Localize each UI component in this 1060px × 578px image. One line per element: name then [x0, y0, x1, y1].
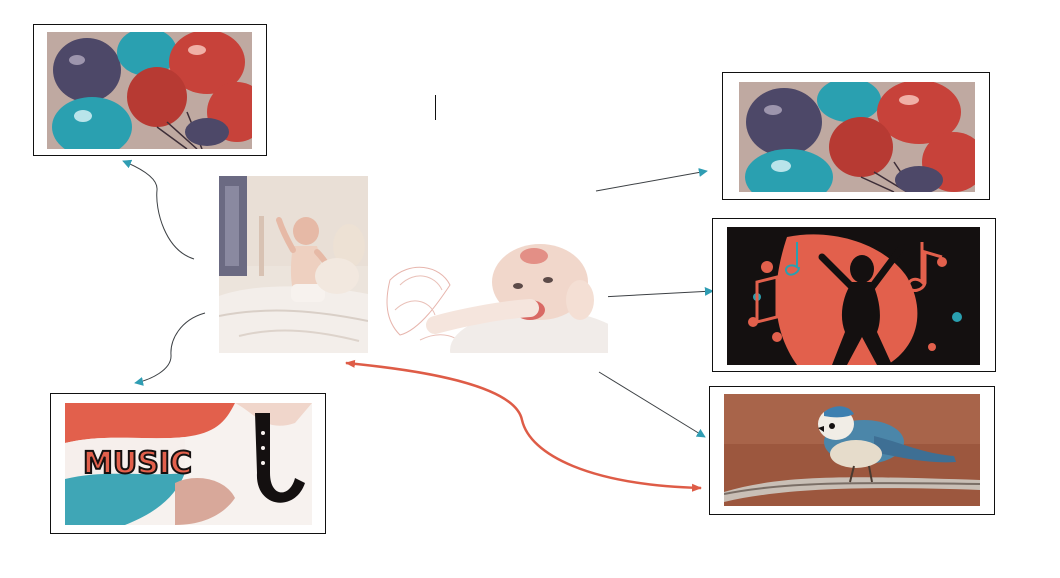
- center-node-baby-eating[interactable]: [380, 240, 608, 353]
- music-saxophone-photo-icon: MUSIC: [65, 403, 312, 525]
- connector-to-bottom-left[interactable]: [134, 312, 206, 386]
- node-top-left-balloons[interactable]: [33, 24, 267, 156]
- dancer-music-notes-photo-icon: [727, 227, 980, 365]
- text-cursor: [435, 95, 436, 120]
- connector-to-middle-right[interactable]: [600, 286, 714, 298]
- connector-to-top-right[interactable]: [595, 168, 708, 192]
- music-label: MUSIC: [83, 446, 192, 481]
- balloons-photo-icon: [739, 82, 975, 192]
- connector-to-top-left[interactable]: [122, 159, 195, 260]
- bird-on-branch-photo-icon: [724, 394, 980, 506]
- baby-sitting-photo-icon: [219, 176, 368, 353]
- balloons-photo-icon: [47, 32, 252, 149]
- node-top-right-balloons[interactable]: [722, 72, 990, 200]
- center-node-baby-sitting[interactable]: [219, 176, 368, 353]
- node-bottom-left-music[interactable]: MUSIC: [50, 393, 326, 534]
- node-middle-right-dancer[interactable]: [712, 218, 996, 372]
- baby-eating-photo-icon: [380, 240, 608, 353]
- connector-to-bottom-right[interactable]: [598, 371, 706, 438]
- connector-red-bidirectional[interactable]: [345, 359, 702, 492]
- node-bottom-right-bird[interactable]: [709, 386, 995, 515]
